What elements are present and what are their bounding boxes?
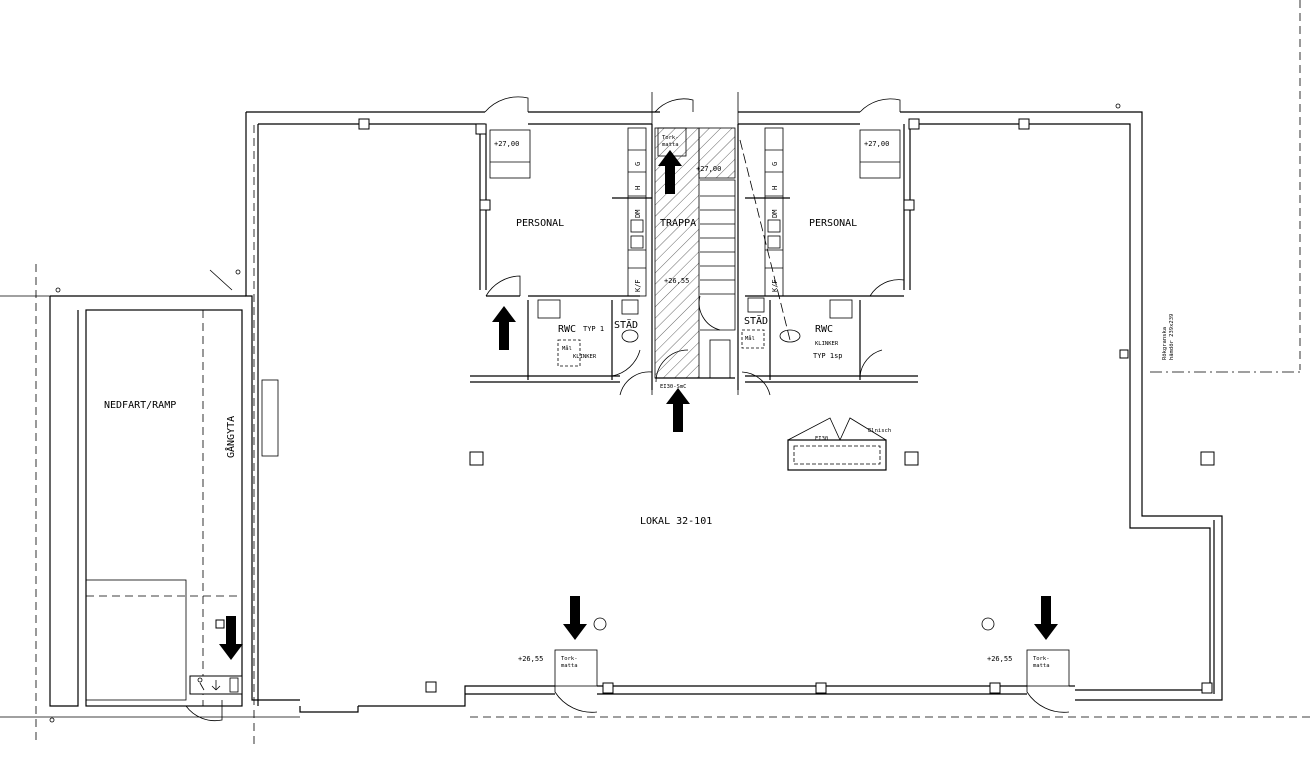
wet-rooms-left: [470, 295, 653, 396]
annotations: TYP 1 TYP 1sp KLINKER KLINKER Mål Mål To…: [561, 135, 1175, 669]
fixture-label-right-dm: DM: [771, 210, 779, 218]
wet-rooms-right: [741, 197, 918, 396]
fixture-label-right-g: G: [771, 162, 779, 166]
room-label-stad-left: STÄD: [614, 318, 638, 331]
note-tork-top-a: Tork-: [662, 135, 679, 141]
note-typ1-left: TYP 1: [583, 325, 604, 333]
note-tork-bl-a: Tork-: [561, 656, 578, 662]
arrow-down-entrance-left: [563, 596, 587, 640]
room-labels: LOKAL 32-101 PERSONAL PERSONAL TRAPPA NE…: [104, 218, 857, 527]
note-elnisch: Elnisch: [868, 428, 891, 434]
fixture-label-right-kf: K/F: [771, 279, 779, 292]
room-label-trappa: TRAPPA: [660, 218, 696, 229]
note-typ1sp-right: TYP 1sp: [813, 352, 843, 360]
level-markers: +27,00 +27,00 +27,00 +26,55 +26,55 +26,5…: [494, 140, 1012, 663]
room-label-nedfart: NEDFART/RAMP: [104, 400, 176, 411]
level-personal-right: +27,00: [864, 140, 889, 148]
arrow-up-personal-left: [492, 306, 516, 350]
note-ei30: EI30: [815, 436, 828, 442]
exterior-walls: [245, 111, 1223, 713]
flow-arrows: [219, 150, 1058, 660]
arrow-up-stair-bottom: [666, 388, 690, 432]
note-tork-br-b: matta: [1033, 663, 1050, 669]
note-ruta-a: Rökgranska: [1162, 327, 1168, 360]
personal-room-right: [859, 98, 915, 297]
columns: [49, 103, 1215, 723]
note-tork-bl-b: matta: [561, 663, 578, 669]
level-trappa-top: +27,00: [696, 165, 721, 173]
personal-room-left: [479, 96, 652, 297]
room-label-gangyta: GÅNGYTA: [224, 416, 237, 458]
level-trappa-mid: +26,55: [664, 277, 689, 285]
fixture-label-left-g: G: [634, 162, 642, 166]
note-tork-br-a: Tork-: [1033, 656, 1050, 662]
fixture-strip-left: [627, 127, 647, 297]
fixture-label-left-h: H: [634, 186, 642, 190]
room-label-personal-left: PERSONAL: [516, 218, 564, 229]
fixture-strip-right: [764, 127, 784, 297]
fixture-label-left-kf: K/F: [634, 279, 642, 292]
level-personal-left: +27,00: [494, 140, 519, 148]
fixture-labels: K/F DM H G K/F DM H G: [634, 162, 779, 292]
note-klinker-right: KLINKER: [815, 341, 839, 347]
note-ruta-b: hämdör 239x239: [1169, 314, 1175, 360]
room-label-personal-right: PERSONAL: [809, 218, 857, 229]
exit-sign-icon: [197, 677, 239, 693]
fixture-label-right-h: H: [771, 186, 779, 190]
entrance-doors: [185, 649, 1070, 722]
note-tork-top-b: matta: [662, 142, 679, 148]
stair-core: [651, 98, 791, 390]
level-entrance-left: +26,55: [518, 655, 543, 663]
room-label-rwc-left: RWC: [558, 324, 576, 335]
note-klinker-left: KLINKER: [573, 354, 597, 360]
room-label-rwc-right: RWC: [815, 324, 833, 335]
electrical-niche: [787, 417, 887, 471]
note-mal-left: Mål: [562, 345, 572, 352]
arrow-up-stair-top: [658, 150, 682, 194]
room-label-stad-right: STÄD: [744, 314, 768, 327]
room-label-lokal: LOKAL 32-101: [640, 516, 712, 527]
note-ei30-smc: EI30-SmC: [660, 384, 687, 390]
note-mal-right: Mål: [745, 335, 755, 342]
arrow-down-ramp: [219, 616, 243, 660]
fixture-label-left-dm: DM: [634, 210, 642, 218]
ramp-area: [49, 269, 246, 707]
arrow-down-entrance-right: [1034, 596, 1058, 640]
level-entrance-right: +26,55: [987, 655, 1012, 663]
